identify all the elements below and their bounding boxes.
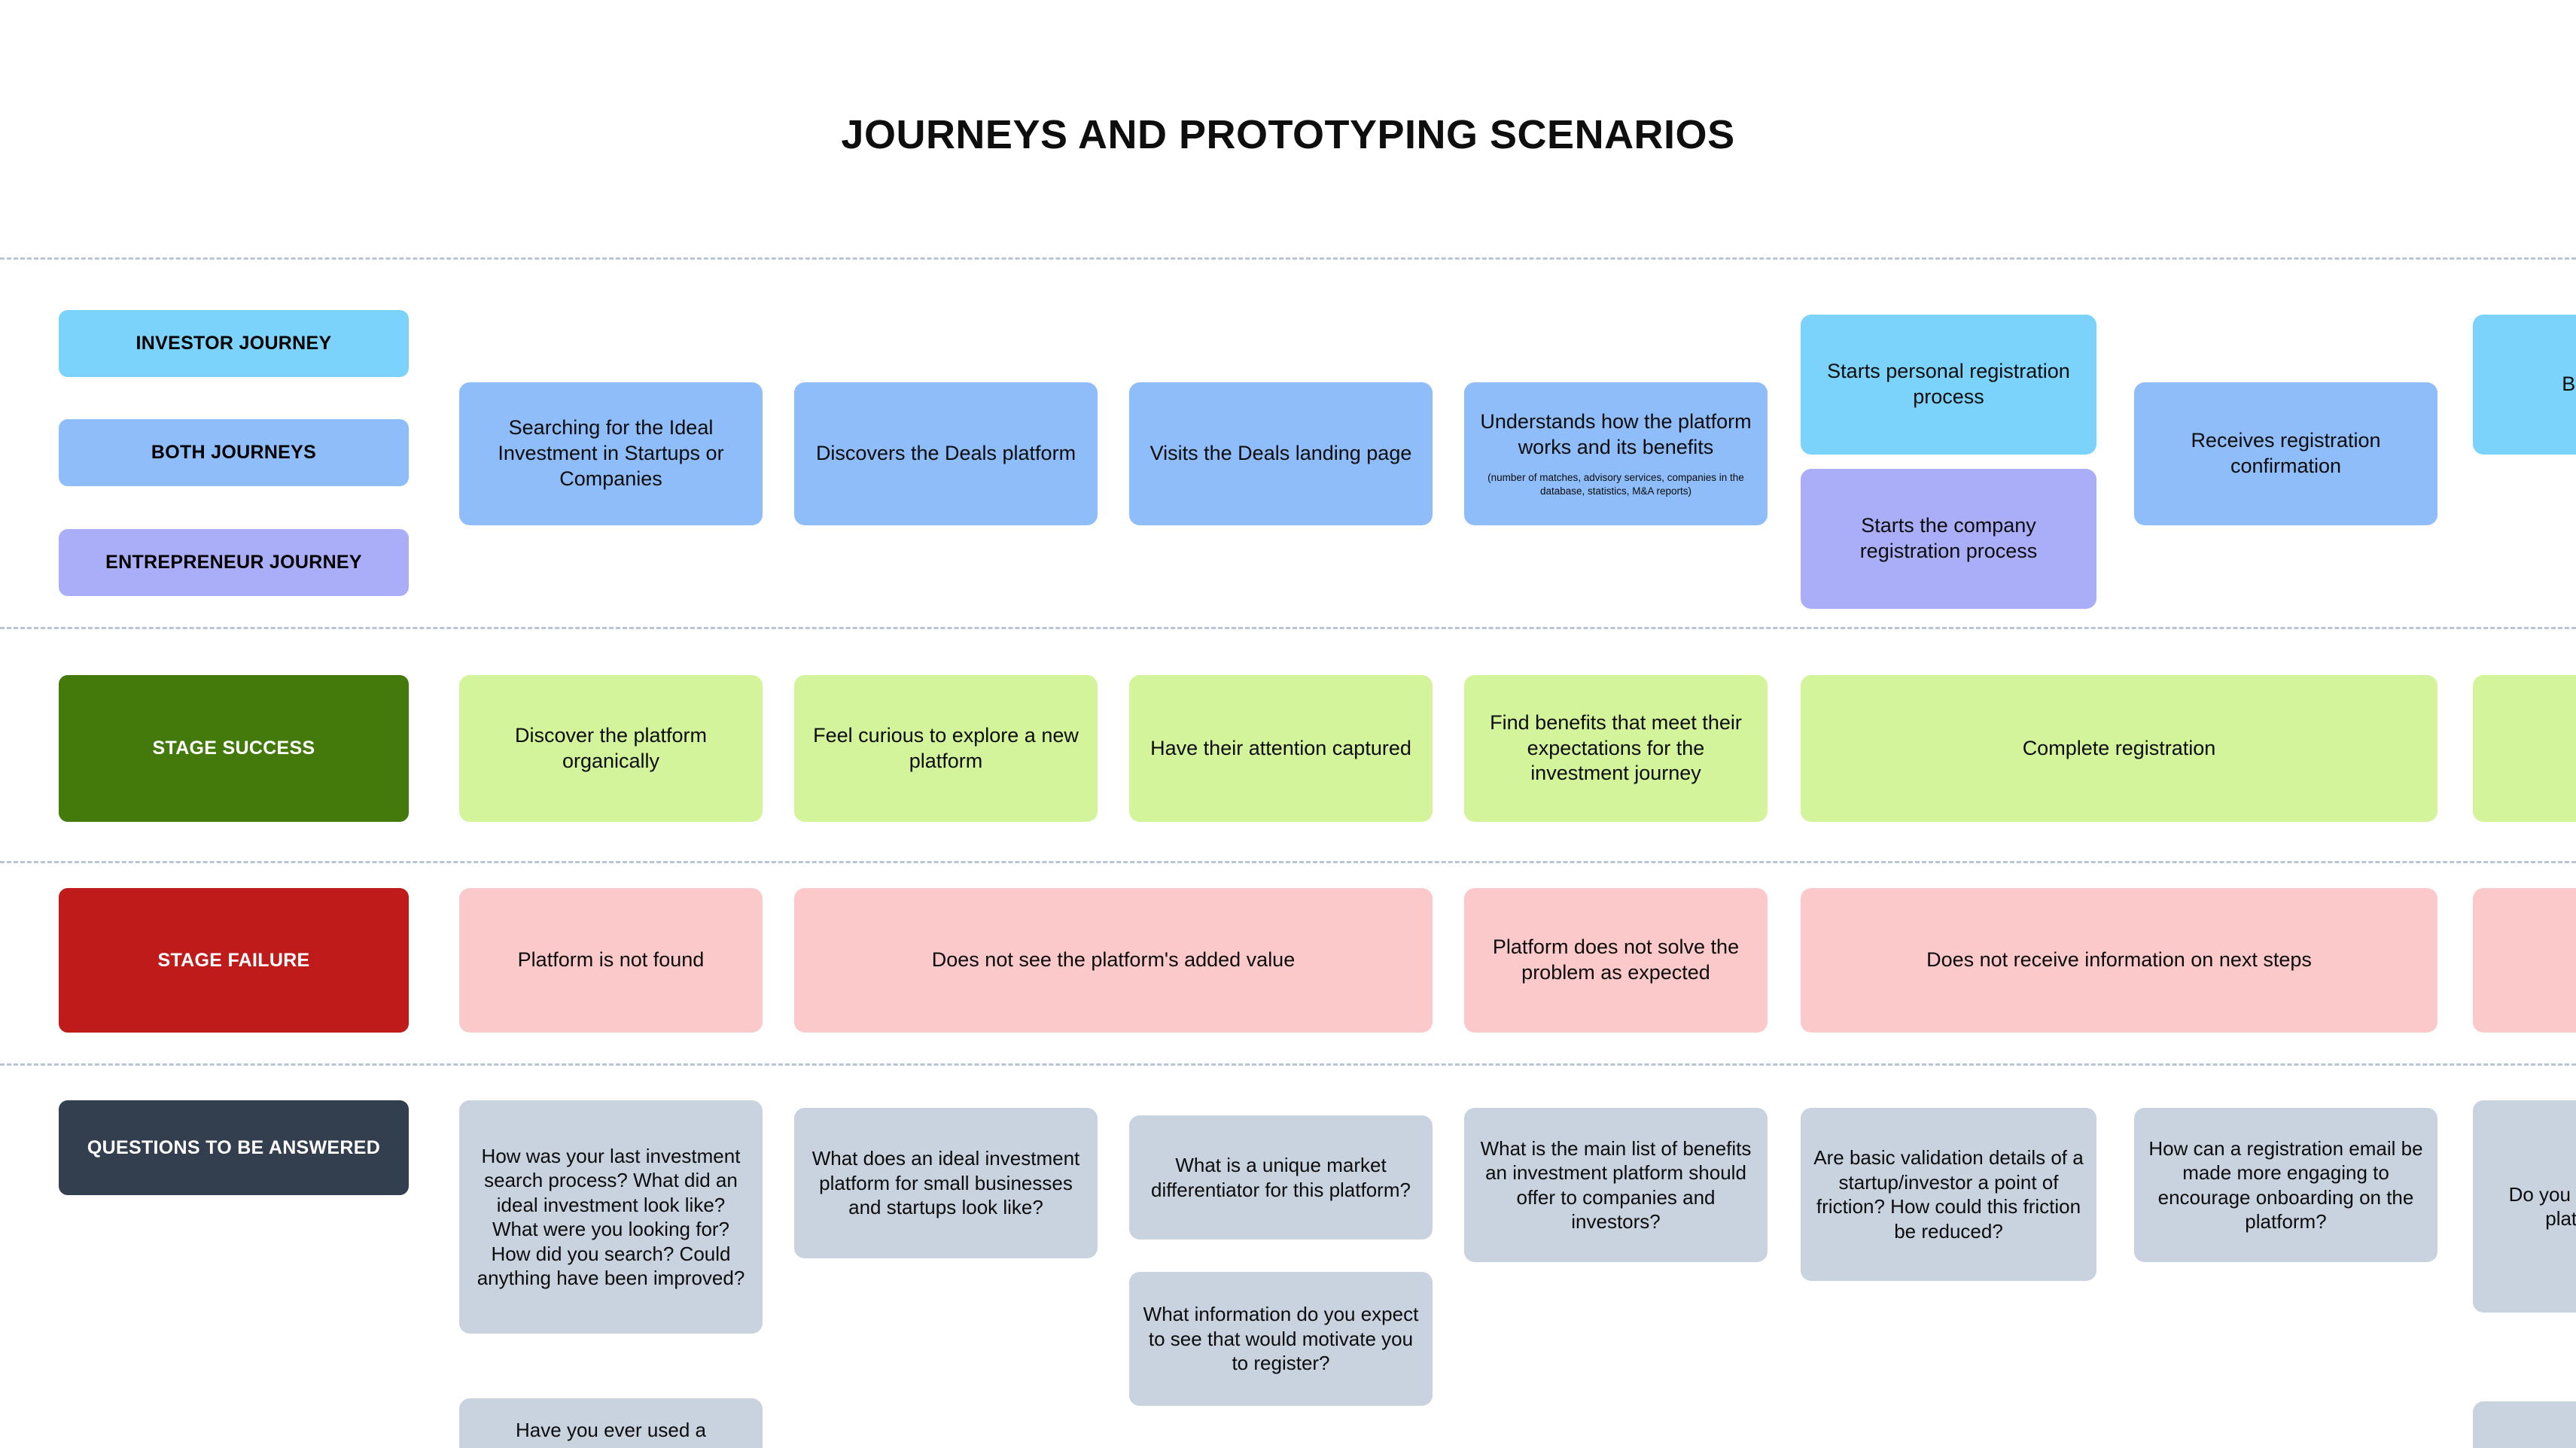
row-label-stage-failure[interactable]: STAGE FAILURE: [59, 888, 409, 1033]
journey-card-receives-registration-confirmation[interactable]: Receives registration confirmation: [2134, 382, 2437, 525]
journey-card-text: Builds ideal in: [2562, 373, 2576, 396]
success-card-text: Find benefits that meet their expectatio…: [1490, 710, 1742, 785]
failure-card-text: Does not see the platform's added value: [931, 948, 1296, 972]
success-card-discover-organically[interactable]: Discover the platform organically: [459, 675, 763, 822]
success-card-text: Discover the platform organically: [514, 723, 708, 772]
journey-card-text: Starts the company registration process: [1859, 514, 2038, 562]
legend-entrepreneur-journey[interactable]: ENTREPRENEUR JOURNEY: [59, 529, 409, 596]
journey-card-text-wrap: Understands how the platform works and i…: [1476, 409, 1755, 498]
journey-card-text: Starts personal registration process: [1827, 360, 2070, 408]
separator-failure-questions: [0, 1063, 2576, 1066]
journey-card-searching-ideal-investment[interactable]: Searching for the Ideal Investment in St…: [459, 382, 763, 525]
legend-both-journeys-label: BOTH JOURNEYS: [151, 442, 317, 464]
separator-top: [0, 257, 2576, 260]
success-card-text: Complete registration: [2022, 736, 2216, 759]
success-card-feel-curious[interactable]: Feel curious to explore a new platform: [794, 675, 1098, 822]
row-label-questions[interactable]: QUESTIONS TO BE ANSWERED: [59, 1100, 409, 1195]
question-card-text: What is a unique market differentiator f…: [1151, 1154, 1411, 1201]
question-card-registration-email[interactable]: How can a registration email be made mor…: [2134, 1108, 2437, 1262]
question-card-text: Do you with a thesis prefer platfor Woul…: [2508, 1182, 2576, 1230]
success-card-text: Ex: [2485, 736, 2576, 762]
question-card-validation-friction[interactable]: Are basic validation details of a startu…: [1801, 1108, 2096, 1281]
question-card-text: How was your last investment search proc…: [477, 1144, 745, 1290]
journey-card-text: Understands how the platform works and i…: [1480, 410, 1752, 458]
question-card-text: What information do you expect to see th…: [1143, 1303, 1419, 1375]
journey-card-starts-personal-registration[interactable]: Starts personal registration process: [1801, 315, 2096, 455]
row-label-stage-success[interactable]: STAGE SUCCESS: [59, 675, 409, 822]
success-card-text: Feel curious to explore a new platform: [813, 723, 1079, 772]
row-label-stage-failure-text: STAGE FAILURE: [157, 949, 310, 971]
legend-both-journeys[interactable]: BOTH JOURNEYS: [59, 419, 409, 486]
success-card-attention-captured[interactable]: Have their attention captured: [1129, 675, 1433, 822]
failure-card-cut-off[interactable]: C: [2473, 888, 2576, 1033]
question-card-text: What: [2485, 1419, 2576, 1444]
failure-card-does-not-solve-problem[interactable]: Platform does not solve the problem as e…: [1464, 888, 1768, 1033]
legend-entrepreneur-journey-label: ENTREPRENEUR JOURNEY: [105, 552, 362, 573]
page-title: JOURNEYS AND PROTOTYPING SCENARIOS: [841, 112, 1735, 157]
question-card-market-differentiator[interactable]: What is a unique market differentiator f…: [1129, 1115, 1433, 1240]
separator-success-failure: [0, 861, 2576, 863]
journey-card-text: Receives registration confirmation: [2191, 429, 2381, 477]
failure-card-text: Platform is not found: [517, 948, 705, 972]
success-card-cut-off[interactable]: Ex: [2473, 675, 2576, 822]
journey-card-text: Discovers the Deals platform: [815, 442, 1076, 465]
failure-card-text: Platform does not solve the problem as e…: [1492, 935, 1740, 984]
legend-investor-journey[interactable]: INVESTOR JOURNEY: [59, 310, 409, 377]
journey-card-subtext: (number of matches, advisory services, c…: [1487, 471, 1744, 497]
row-label-stage-success-text: STAGE SUCCESS: [152, 738, 315, 759]
question-card-text: Have you ever used a: [516, 1419, 706, 1441]
failure-card-no-added-value[interactable]: Does not see the platform's added value: [794, 888, 1433, 1033]
journey-card-visits-landing-page[interactable]: Visits the Deals landing page: [1129, 382, 1433, 525]
success-card-find-benefits[interactable]: Find benefits that meet their expectatio…: [1464, 675, 1768, 822]
question-card-text: What is the main list of benefits an inv…: [1480, 1136, 1752, 1234]
question-card-information-to-register[interactable]: What information do you expect to see th…: [1129, 1272, 1433, 1406]
question-card-text: How can a registration email be made mor…: [2148, 1136, 2423, 1234]
journey-card-understands-platform[interactable]: Understands how the platform works and i…: [1464, 382, 1768, 525]
journey-card-text: Visits the Deals landing page: [1149, 442, 1412, 465]
question-card-text: Are basic validation details of a startu…: [1813, 1146, 2084, 1243]
question-card-text: What does an ideal investment platform f…: [811, 1147, 1080, 1219]
failure-card-platform-not-found[interactable]: Platform is not found: [459, 888, 763, 1033]
question-card-have-you-used-platform[interactable]: Have you ever used a: [459, 1398, 763, 1448]
row-label-questions-text: QUESTIONS TO BE ANSWERED: [87, 1136, 381, 1158]
question-card-bottom-cut-off[interactable]: What: [2473, 1401, 2576, 1448]
success-card-complete-registration[interactable]: Complete registration: [1801, 675, 2437, 822]
failure-card-no-next-steps-info[interactable]: Does not receive information on next ste…: [1801, 888, 2437, 1033]
question-card-main-list-benefits[interactable]: What is the main list of benefits an inv…: [1464, 1108, 1768, 1262]
question-card-ideal-investment-platform[interactable]: What does an ideal investment platform f…: [794, 1108, 1098, 1258]
legend-investor-journey-label: INVESTOR JOURNEY: [135, 333, 332, 354]
question-card-thesis-preferences[interactable]: Do you with a thesis prefer platfor Woul…: [2473, 1100, 2576, 1313]
journey-card-starts-company-registration[interactable]: Starts the company registration process: [1801, 469, 2096, 609]
journey-card-discovers-deals-platform[interactable]: Discovers the Deals platform: [794, 382, 1098, 525]
question-card-last-investment-search[interactable]: How was your last investment search proc…: [459, 1100, 763, 1334]
failure-card-text: Does not receive information on next ste…: [1926, 948, 2312, 972]
journey-card-text: Searching for the Ideal Investment in St…: [498, 416, 724, 490]
success-card-text: Have their attention captured: [1150, 736, 1411, 759]
journey-card-builds-ideal-investment[interactable]: Builds ideal in: [2473, 315, 2576, 455]
failure-card-text: C: [2485, 948, 2576, 973]
separator-journey-success: [0, 627, 2576, 629]
